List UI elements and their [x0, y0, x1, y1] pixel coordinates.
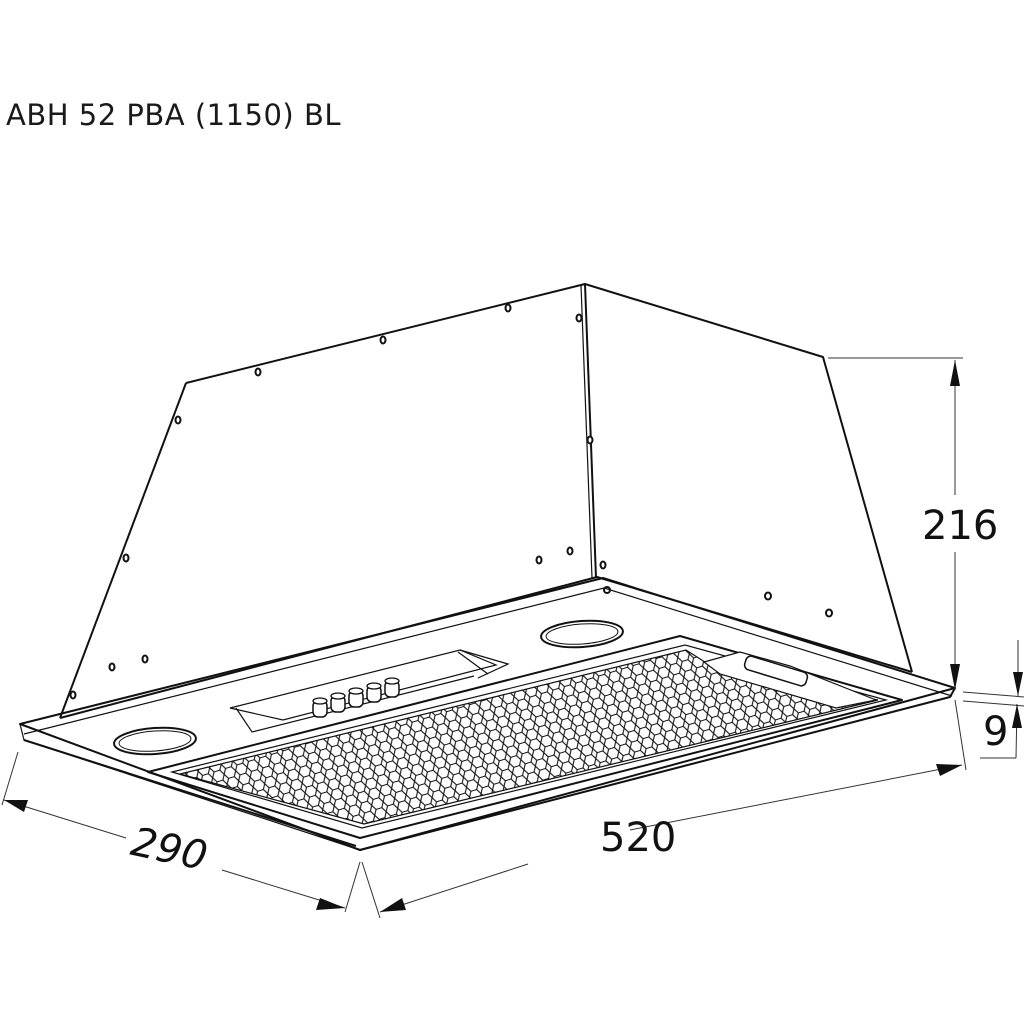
- push-buttons: [312, 677, 400, 718]
- dimension-label-height: 216: [922, 503, 999, 549]
- dimension-thickness: [962, 640, 1024, 759]
- light-panel: [743, 655, 809, 687]
- control-panel: [229, 649, 510, 733]
- dimension-label-width: 520: [600, 815, 677, 861]
- model-title: ABH 52 PBA (1150) BL: [6, 98, 342, 132]
- round-lamps: [113, 619, 624, 756]
- dimension-width: [361, 699, 967, 919]
- dimension-height: [828, 357, 963, 690]
- mounting-holes: [69, 303, 833, 700]
- housing: [59, 283, 913, 719]
- dimension-depth: [1, 751, 361, 913]
- dimension-label-thickness: 9: [983, 709, 1009, 755]
